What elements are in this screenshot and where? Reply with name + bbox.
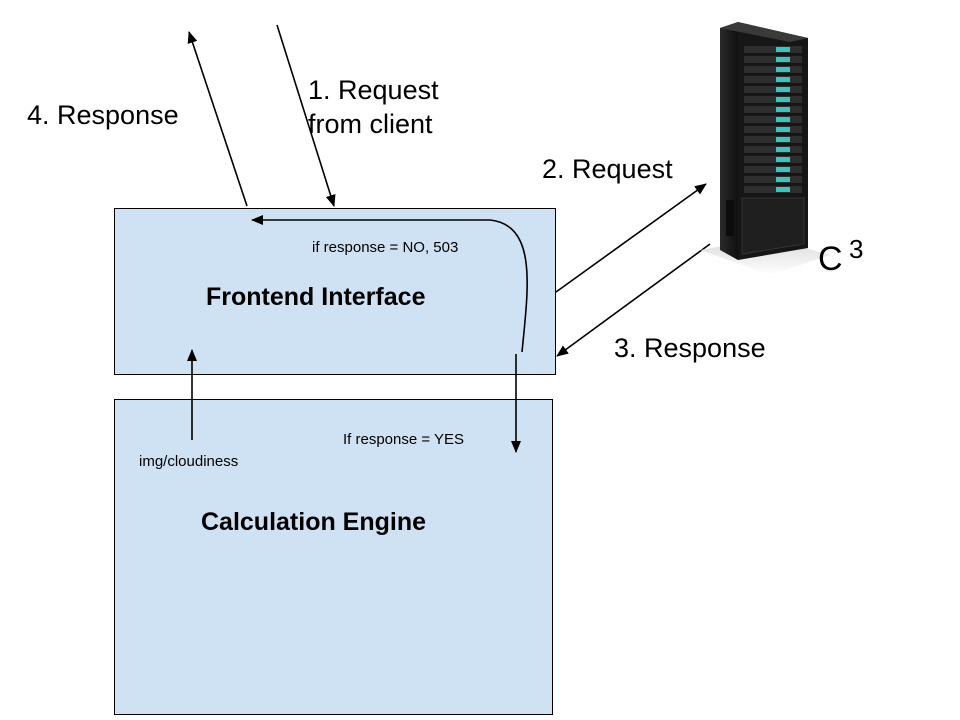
rack-unit-led bbox=[776, 147, 790, 152]
rack-unit-led bbox=[776, 107, 790, 112]
server-rack-icon bbox=[700, 22, 830, 275]
yes-branch-label: If response = YES bbox=[343, 431, 465, 448]
frontend-interface-box bbox=[114, 208, 556, 375]
rack-unit-led bbox=[776, 157, 790, 162]
arrow-request-from-client bbox=[276, 24, 336, 207]
rack-unit-slot bbox=[744, 96, 802, 103]
rack-unit-led bbox=[776, 97, 790, 102]
frontend-interface-title: Frontend Interface bbox=[206, 283, 426, 311]
arrow-no-branch bbox=[251, 215, 528, 353]
rack-unit-led bbox=[776, 47, 790, 52]
rack-unit-led bbox=[776, 127, 790, 132]
rack-unit-slot bbox=[744, 146, 802, 153]
rack-unit-slot bbox=[744, 76, 802, 83]
request-to-server-label: 2. Request bbox=[542, 154, 673, 184]
rack-unit-slot bbox=[744, 66, 802, 73]
calculation-engine-box bbox=[114, 399, 553, 715]
response-from-server-label: 3. Response bbox=[614, 333, 766, 363]
server-name-label: C bbox=[818, 240, 843, 278]
arrow-response-from-server bbox=[556, 243, 711, 357]
rack-unit-slot bbox=[744, 186, 802, 193]
request-from-client-label: 1. Request from client bbox=[308, 75, 439, 139]
rack-unit-led bbox=[776, 187, 790, 192]
arrow-response-to-client bbox=[187, 31, 248, 207]
rack-unit-led bbox=[776, 67, 790, 72]
rack-unit-slot bbox=[744, 156, 802, 163]
rack-unit-slot bbox=[744, 56, 802, 63]
server-name-superscript: 3 bbox=[849, 234, 864, 264]
rack-unit-slot bbox=[744, 126, 802, 133]
rack-unit-slot bbox=[744, 46, 802, 53]
rack-unit-slot bbox=[744, 166, 802, 173]
rack-unit-slot bbox=[744, 136, 802, 143]
engine-output-label: img/cloudiness bbox=[139, 453, 239, 470]
rack-unit-slot bbox=[744, 106, 802, 113]
arrow-request-to-server bbox=[555, 183, 707, 293]
rack-unit-led bbox=[776, 117, 790, 122]
rack-unit-led bbox=[776, 57, 790, 62]
rack-unit-slot bbox=[744, 116, 802, 123]
rack-unit-led bbox=[776, 77, 790, 82]
rack-unit-led bbox=[776, 87, 790, 92]
response-to-client-label: 4. Response bbox=[27, 100, 179, 130]
no-branch-label: if response = NO, 503 bbox=[312, 239, 459, 256]
rack-unit-led bbox=[776, 167, 790, 172]
rack-unit-slot bbox=[744, 176, 802, 183]
calculation-engine-title: Calculation Engine bbox=[201, 508, 427, 536]
rack-unit-slot bbox=[744, 86, 802, 93]
rack-unit-led bbox=[776, 137, 790, 142]
rack-unit-led bbox=[776, 177, 790, 182]
